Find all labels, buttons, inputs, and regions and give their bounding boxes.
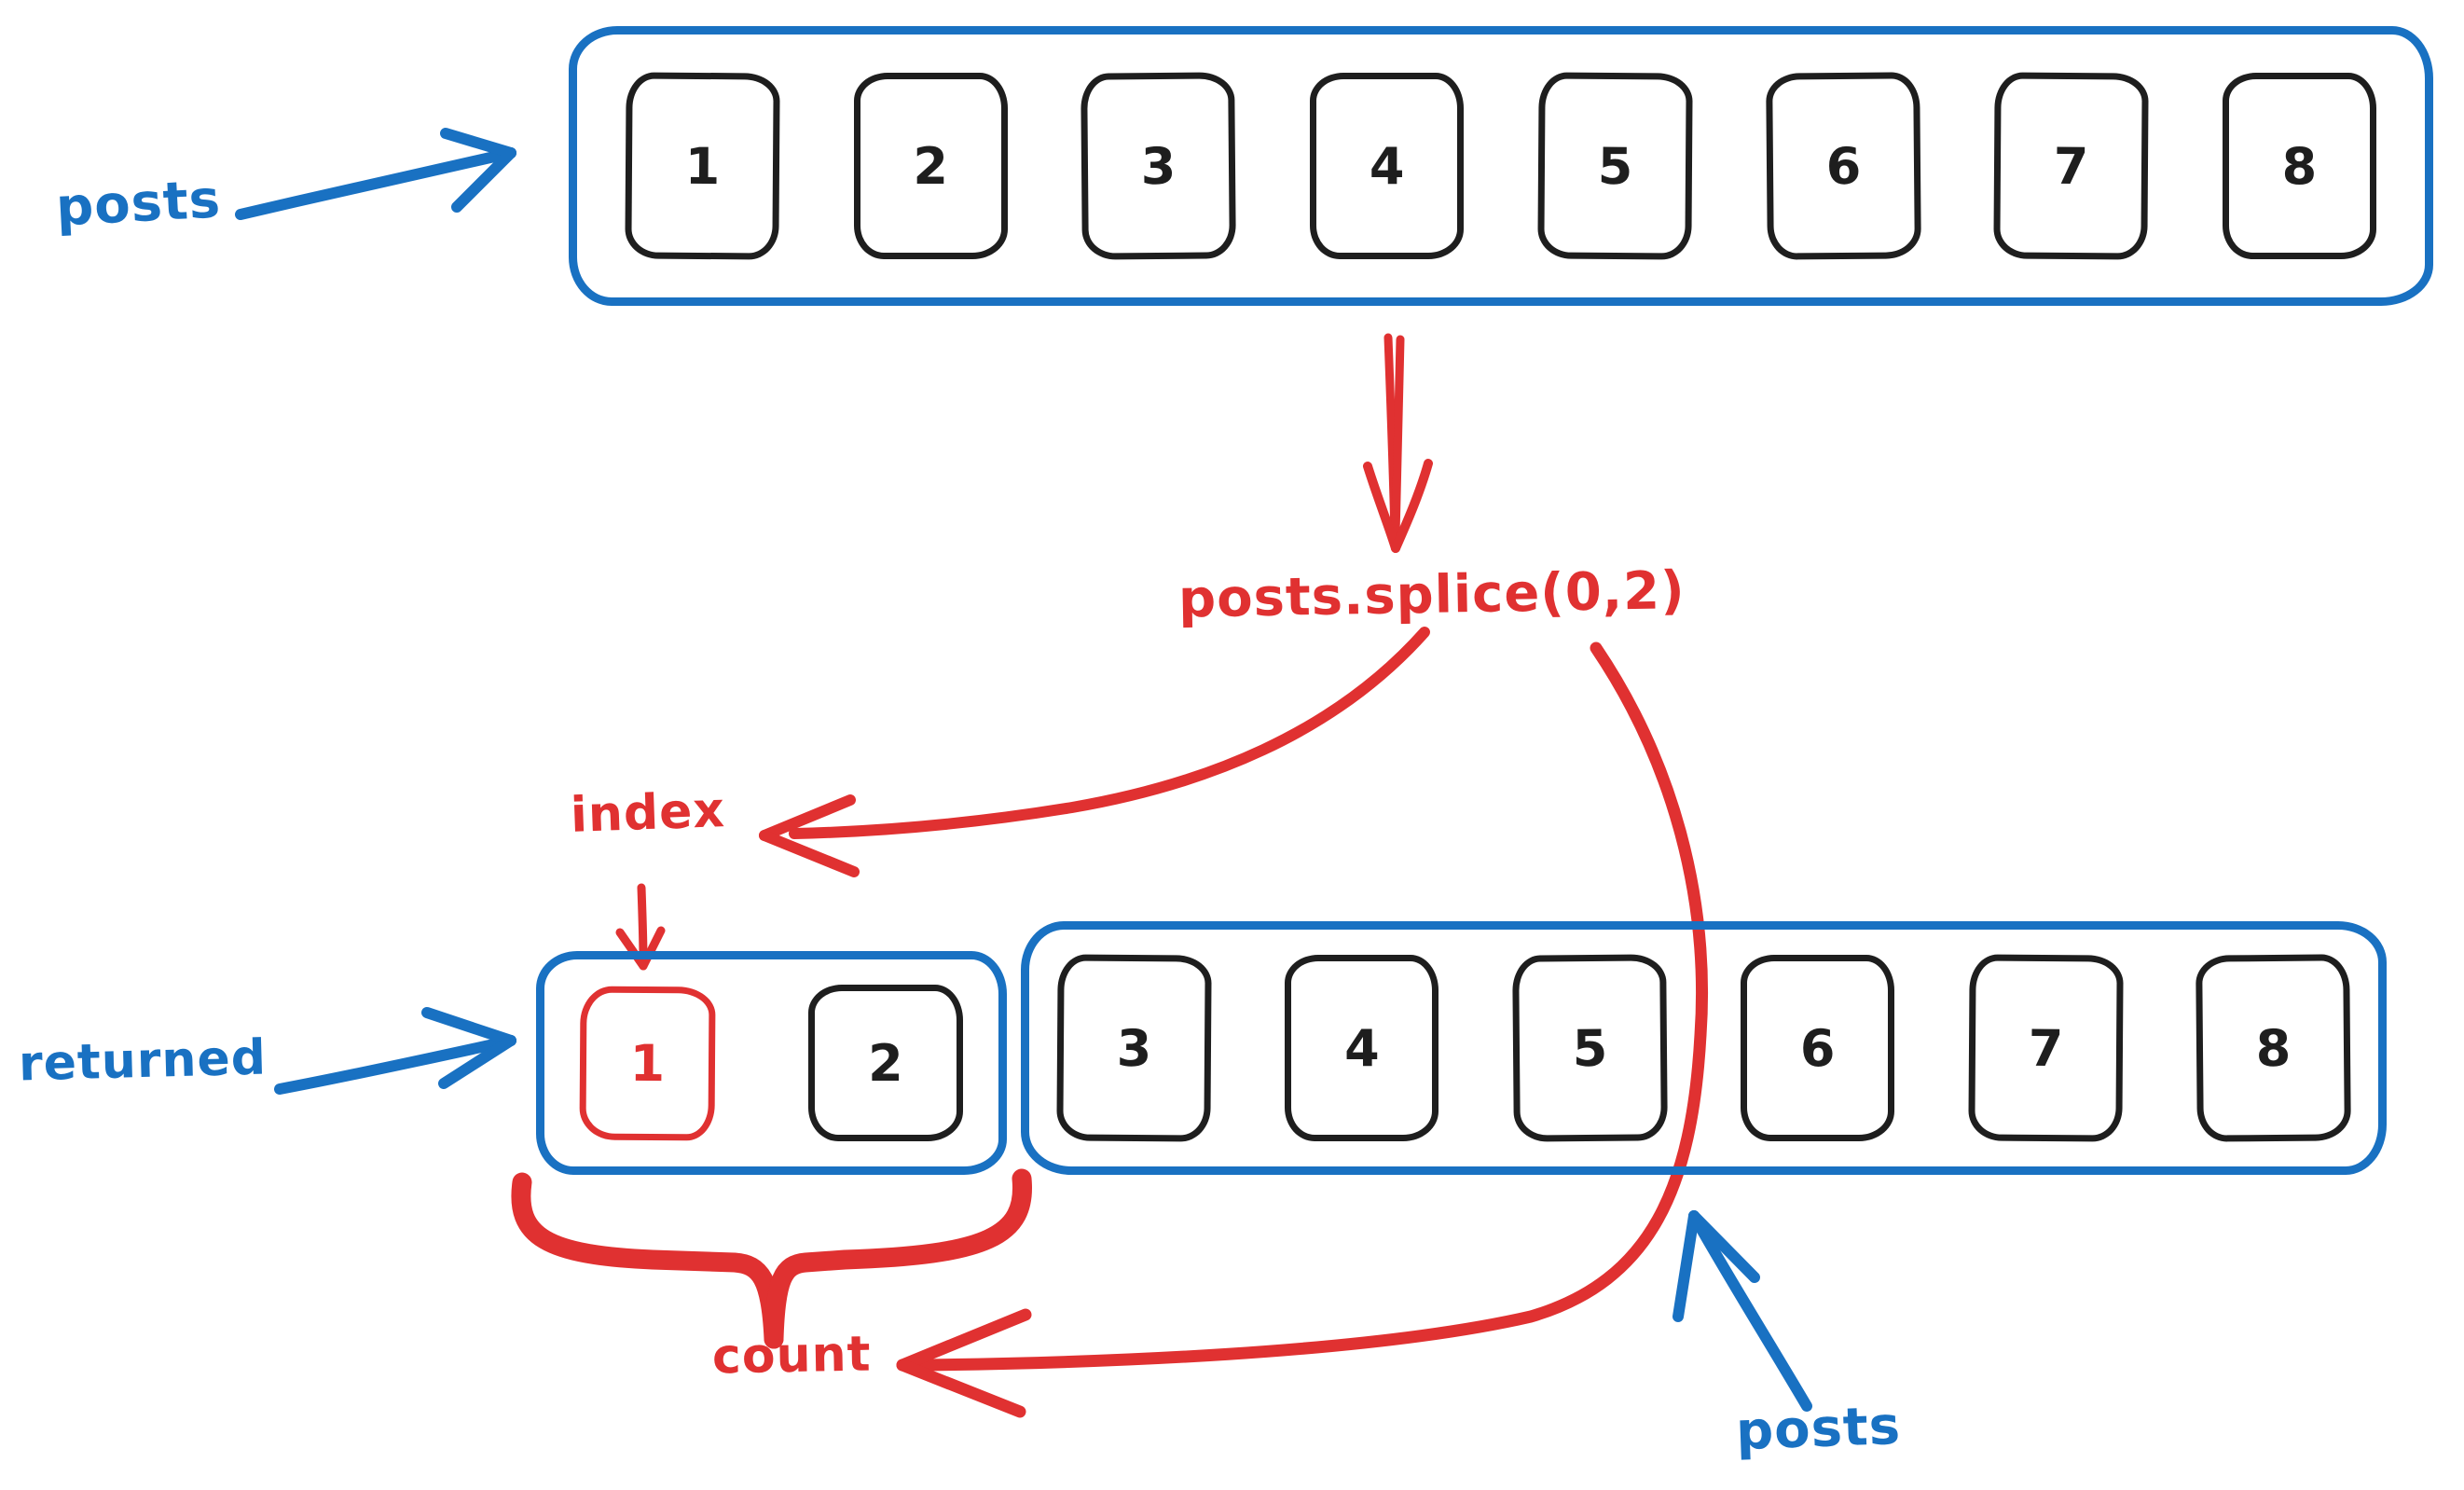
cell-value: 6 bbox=[1799, 1018, 1836, 1078]
cell-value: 1 bbox=[684, 136, 721, 196]
top-posts-array: 1 2 3 4 5 6 7 8 bbox=[569, 26, 2433, 306]
cell-value: 1 bbox=[629, 1033, 666, 1093]
array-cell: 5 bbox=[1511, 954, 1668, 1142]
remaining-posts-array: 3 4 5 6 7 8 bbox=[1021, 921, 2387, 1175]
splice-code-label: posts.splice(0,2) bbox=[1177, 560, 1686, 630]
cell-value: 5 bbox=[1597, 136, 1633, 196]
cell-value: 2 bbox=[913, 136, 948, 196]
array-cell: 7 bbox=[1967, 954, 2124, 1142]
array-cell: 7 bbox=[1993, 72, 2149, 260]
bottom-posts-arrow bbox=[1672, 1210, 1812, 1412]
count-brace bbox=[511, 1168, 1033, 1349]
cell-value: 4 bbox=[1369, 136, 1405, 196]
array-cell: 8 bbox=[2222, 73, 2376, 259]
splice-call-arrow bbox=[1363, 333, 1433, 553]
array-cell: 4 bbox=[1285, 955, 1439, 1141]
count-label: count bbox=[711, 1326, 872, 1386]
cell-value: 5 bbox=[1572, 1018, 1608, 1078]
array-cell: 8 bbox=[2196, 954, 2351, 1142]
array-cell: 5 bbox=[1537, 72, 1693, 260]
bottom-posts-label: posts bbox=[1734, 1395, 1903, 1463]
cell-value: 2 bbox=[868, 1033, 903, 1093]
array-cell-removed: 1 bbox=[579, 985, 716, 1141]
top-posts-label: posts bbox=[54, 169, 223, 239]
array-cell: 3 bbox=[1081, 72, 1237, 260]
array-cell: 6 bbox=[1765, 72, 1921, 260]
array-cell: 2 bbox=[853, 73, 1008, 259]
returned-array: 1 2 bbox=[536, 951, 1007, 1175]
cell-value: 3 bbox=[1116, 1018, 1152, 1078]
array-cell: 1 bbox=[625, 72, 780, 260]
cell-value: 7 bbox=[2053, 136, 2089, 196]
top-posts-arrow bbox=[235, 128, 516, 220]
index-label: index bbox=[570, 782, 726, 844]
cell-value: 3 bbox=[1140, 136, 1177, 196]
cell-value: 8 bbox=[2255, 1018, 2292, 1078]
cell-value: 7 bbox=[2028, 1018, 2064, 1078]
returned-arrow bbox=[274, 1007, 516, 1095]
cell-value: 8 bbox=[2281, 136, 2318, 196]
array-cell: 2 bbox=[807, 985, 963, 1141]
cell-value: 4 bbox=[1344, 1018, 1380, 1078]
array-cell: 6 bbox=[1741, 955, 1895, 1141]
array-cell: 3 bbox=[1056, 954, 1212, 1142]
array-cell: 4 bbox=[1310, 73, 1465, 259]
cell-value: 6 bbox=[1824, 136, 1862, 196]
returned-label: returned bbox=[18, 1029, 268, 1093]
index-arg-arrow bbox=[759, 627, 1430, 877]
